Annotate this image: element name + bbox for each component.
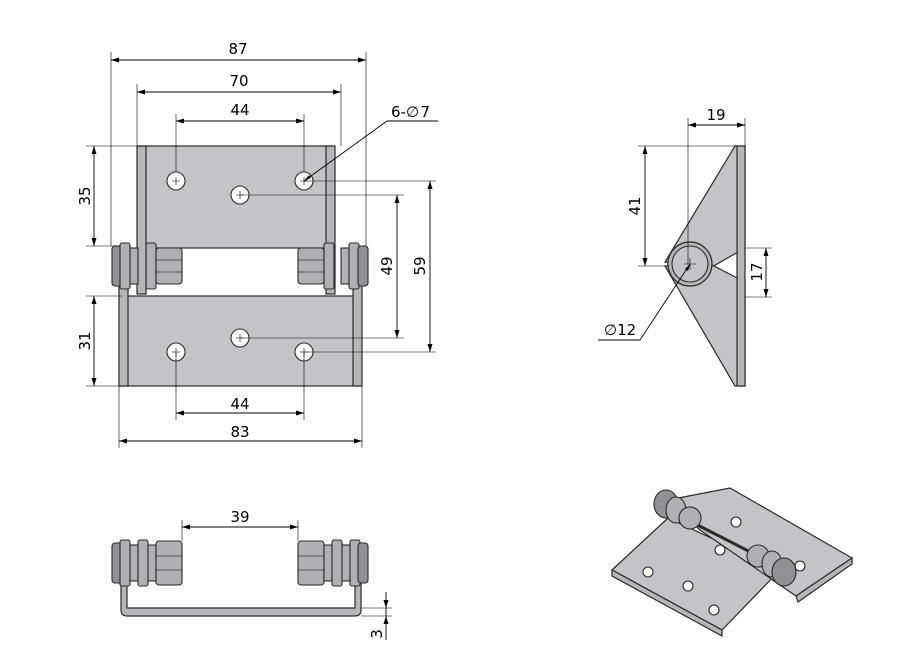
- dim-overall-bottom: 83: [230, 423, 249, 441]
- dim-thickness: 3: [368, 629, 386, 639]
- side-view: 19 41 17 ∅12: [598, 106, 772, 387]
- hole-callout: 6-∅ 7: [391, 103, 430, 121]
- bottom-right-nut: [297, 539, 369, 587]
- dim-side-leaf-height: 41: [626, 196, 644, 215]
- dim-overall-top: 87: [228, 40, 247, 58]
- front-view: 87 70 44 6-∅ 7 35 31 49: [76, 40, 438, 448]
- left-knuckle-nut: [111, 242, 183, 290]
- iso-hole: [794, 560, 806, 572]
- iso-hole: [682, 580, 694, 592]
- iso-hole: [642, 566, 654, 578]
- dim-outer-hole-span: 59: [411, 256, 429, 275]
- dim-hole-row-span: 49: [378, 256, 396, 275]
- dim-side-pin-offset: 17: [748, 262, 766, 281]
- dim-hole-spacing-top: 44: [230, 101, 249, 119]
- dim-upper-leaf-height: 35: [76, 186, 94, 205]
- dim-side-pin-diameter: ∅12: [604, 321, 636, 339]
- iso-lower-leaf-edge: [611, 568, 723, 638]
- dim-lower-leaf-height: 31: [76, 331, 94, 350]
- iso-upper-leaf-edge: [795, 556, 853, 603]
- dim-hole-spacing-bottom: 44: [230, 395, 249, 413]
- isometric-view: [610, 487, 854, 638]
- iso-left-knuckle: [653, 489, 702, 530]
- iso-hole: [730, 516, 742, 528]
- dim-side-top-width: 19: [706, 106, 725, 124]
- iso-hole: [708, 604, 720, 616]
- dim-nut-gap: 39: [230, 508, 249, 526]
- bottom-left-nut: [111, 539, 183, 587]
- iso-right-knuckle: [746, 544, 797, 587]
- bottom-view: 39 3: [111, 508, 392, 640]
- upper-leaf-flange-right: [325, 145, 336, 295]
- iso-hole: [714, 544, 726, 556]
- dim-inner-top: 70: [229, 72, 248, 90]
- side-leaf-edge: [736, 145, 746, 387]
- upper-leaf-flange-left: [136, 145, 147, 295]
- right-knuckle-nut: [297, 242, 369, 290]
